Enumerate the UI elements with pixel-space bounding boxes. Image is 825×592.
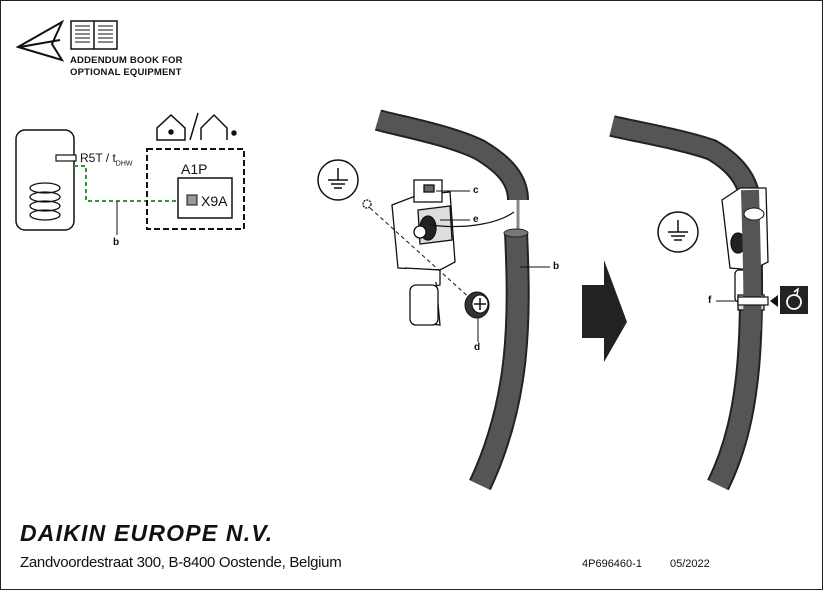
callout-e: e xyxy=(473,214,479,225)
sensor-label-sub: DHW xyxy=(115,160,133,168)
cable-tie-f xyxy=(737,296,769,306)
callout-f: f xyxy=(708,295,712,306)
callout-c: c xyxy=(473,185,479,196)
indoor-outdoor-house-icons xyxy=(156,112,237,141)
company-address: Zandvoordestraat 300, B-8400 Oostende, B… xyxy=(20,554,342,571)
hot-water-tank xyxy=(15,129,77,231)
addendum-book-icon xyxy=(15,19,118,62)
leader-lines-left xyxy=(436,190,550,342)
sensor-cable xyxy=(74,165,186,202)
x9a-terminal-pin xyxy=(186,194,198,206)
cable-b-left xyxy=(374,109,530,491)
pointer-icon xyxy=(770,295,778,307)
tighten-icon xyxy=(780,286,808,314)
brand-name: DAIKIN EUROPE N.V. xyxy=(20,520,274,546)
screw-d xyxy=(464,291,490,319)
addendum-line-2: OPTIONAL EQUIPMENT xyxy=(70,67,182,78)
addendum-line-1: ADDENDUM BOOK FOR xyxy=(70,55,183,66)
addendum-text: ADDENDUM BOOK FOR OPTIONAL EQUIPMENT xyxy=(70,55,183,79)
sensor-label: R5T / tDHW xyxy=(80,151,133,168)
document-date: 05/2022 xyxy=(670,558,710,570)
a1p-board xyxy=(146,148,245,230)
heat-coil-icon xyxy=(29,182,61,221)
callout-d: d xyxy=(474,342,481,353)
document-number: 4P696460-1 xyxy=(582,558,642,570)
cable-b-right xyxy=(609,115,764,491)
earth-ground-icon-right xyxy=(657,211,699,253)
earth-ground-icon xyxy=(317,159,359,201)
earth-clamp-bracket xyxy=(362,179,456,326)
a1p-label: A1P xyxy=(181,161,208,177)
callout-b: b xyxy=(553,261,560,272)
wiring-cable-label: b xyxy=(113,237,120,248)
step-arrow-icon xyxy=(582,260,627,362)
x9a-label: X9A xyxy=(201,193,228,209)
